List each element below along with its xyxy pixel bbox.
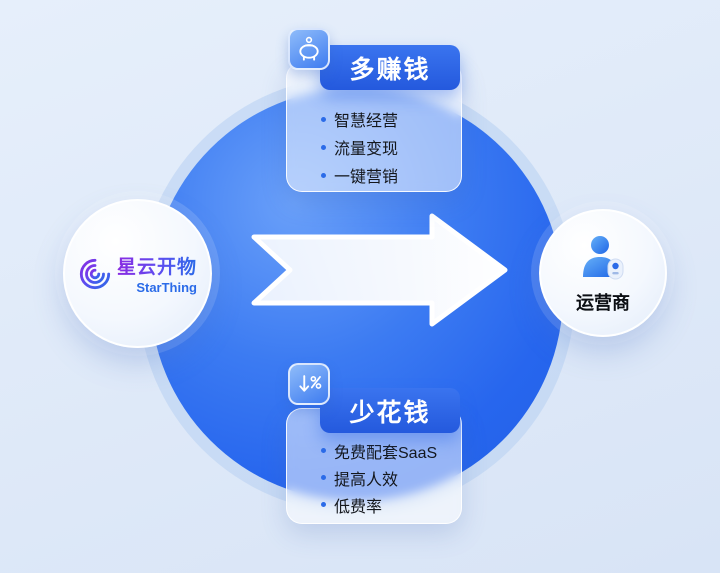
benefit-item: 提高人效: [321, 464, 437, 491]
benefit-label: 一键营销: [334, 169, 399, 186]
flow-arrow: [251, 213, 508, 327]
bullet-dot: [321, 172, 326, 178]
benefit-item: 免费配套SaaS: [321, 437, 437, 464]
save-benefit-list: 免费配套SaaS 提高人效 低费率: [321, 437, 437, 518]
starthing-logo-en: StarThing: [136, 280, 197, 295]
benefit-label: 提高人效: [334, 471, 399, 489]
benefit-label: 免费配套SaaS: [334, 444, 438, 462]
benefit-label: 低费率: [334, 498, 383, 516]
bullet-dot: [321, 448, 326, 453]
cost-down-percent-icon: [288, 363, 330, 405]
piggy-bank-icon: [288, 28, 330, 70]
starthing-node: 星云开物 StarThing: [63, 199, 212, 348]
bullet-dot: [321, 144, 326, 150]
starthing-logo-cn: 星云开物: [117, 252, 197, 279]
starthing-logo: 星云开物 StarThing: [78, 252, 197, 295]
bullet-dot: [321, 502, 326, 507]
bullet-dot: [321, 116, 326, 122]
spiral-galaxy-icon: [79, 258, 111, 289]
benefit-item: 低费率: [321, 491, 437, 518]
save-badge: 少花钱: [320, 388, 460, 433]
benefit-label: 智慧经营: [334, 113, 399, 130]
earn-badge: 多赚钱: [320, 45, 460, 90]
bullet-dot: [321, 475, 326, 480]
earn-benefit-list: 智慧经营 流量变现 一键营销: [321, 105, 398, 189]
operator-person-icon: [583, 235, 624, 279]
benefit-item: 流量变现: [321, 133, 398, 161]
operator-label: 运营商: [576, 292, 630, 313]
benefit-label: 流量变现: [334, 141, 399, 158]
benefit-item: 智慧经营: [321, 105, 398, 133]
benefit-item: 一键营销: [321, 161, 398, 189]
operator-node: 运营商: [539, 209, 667, 337]
